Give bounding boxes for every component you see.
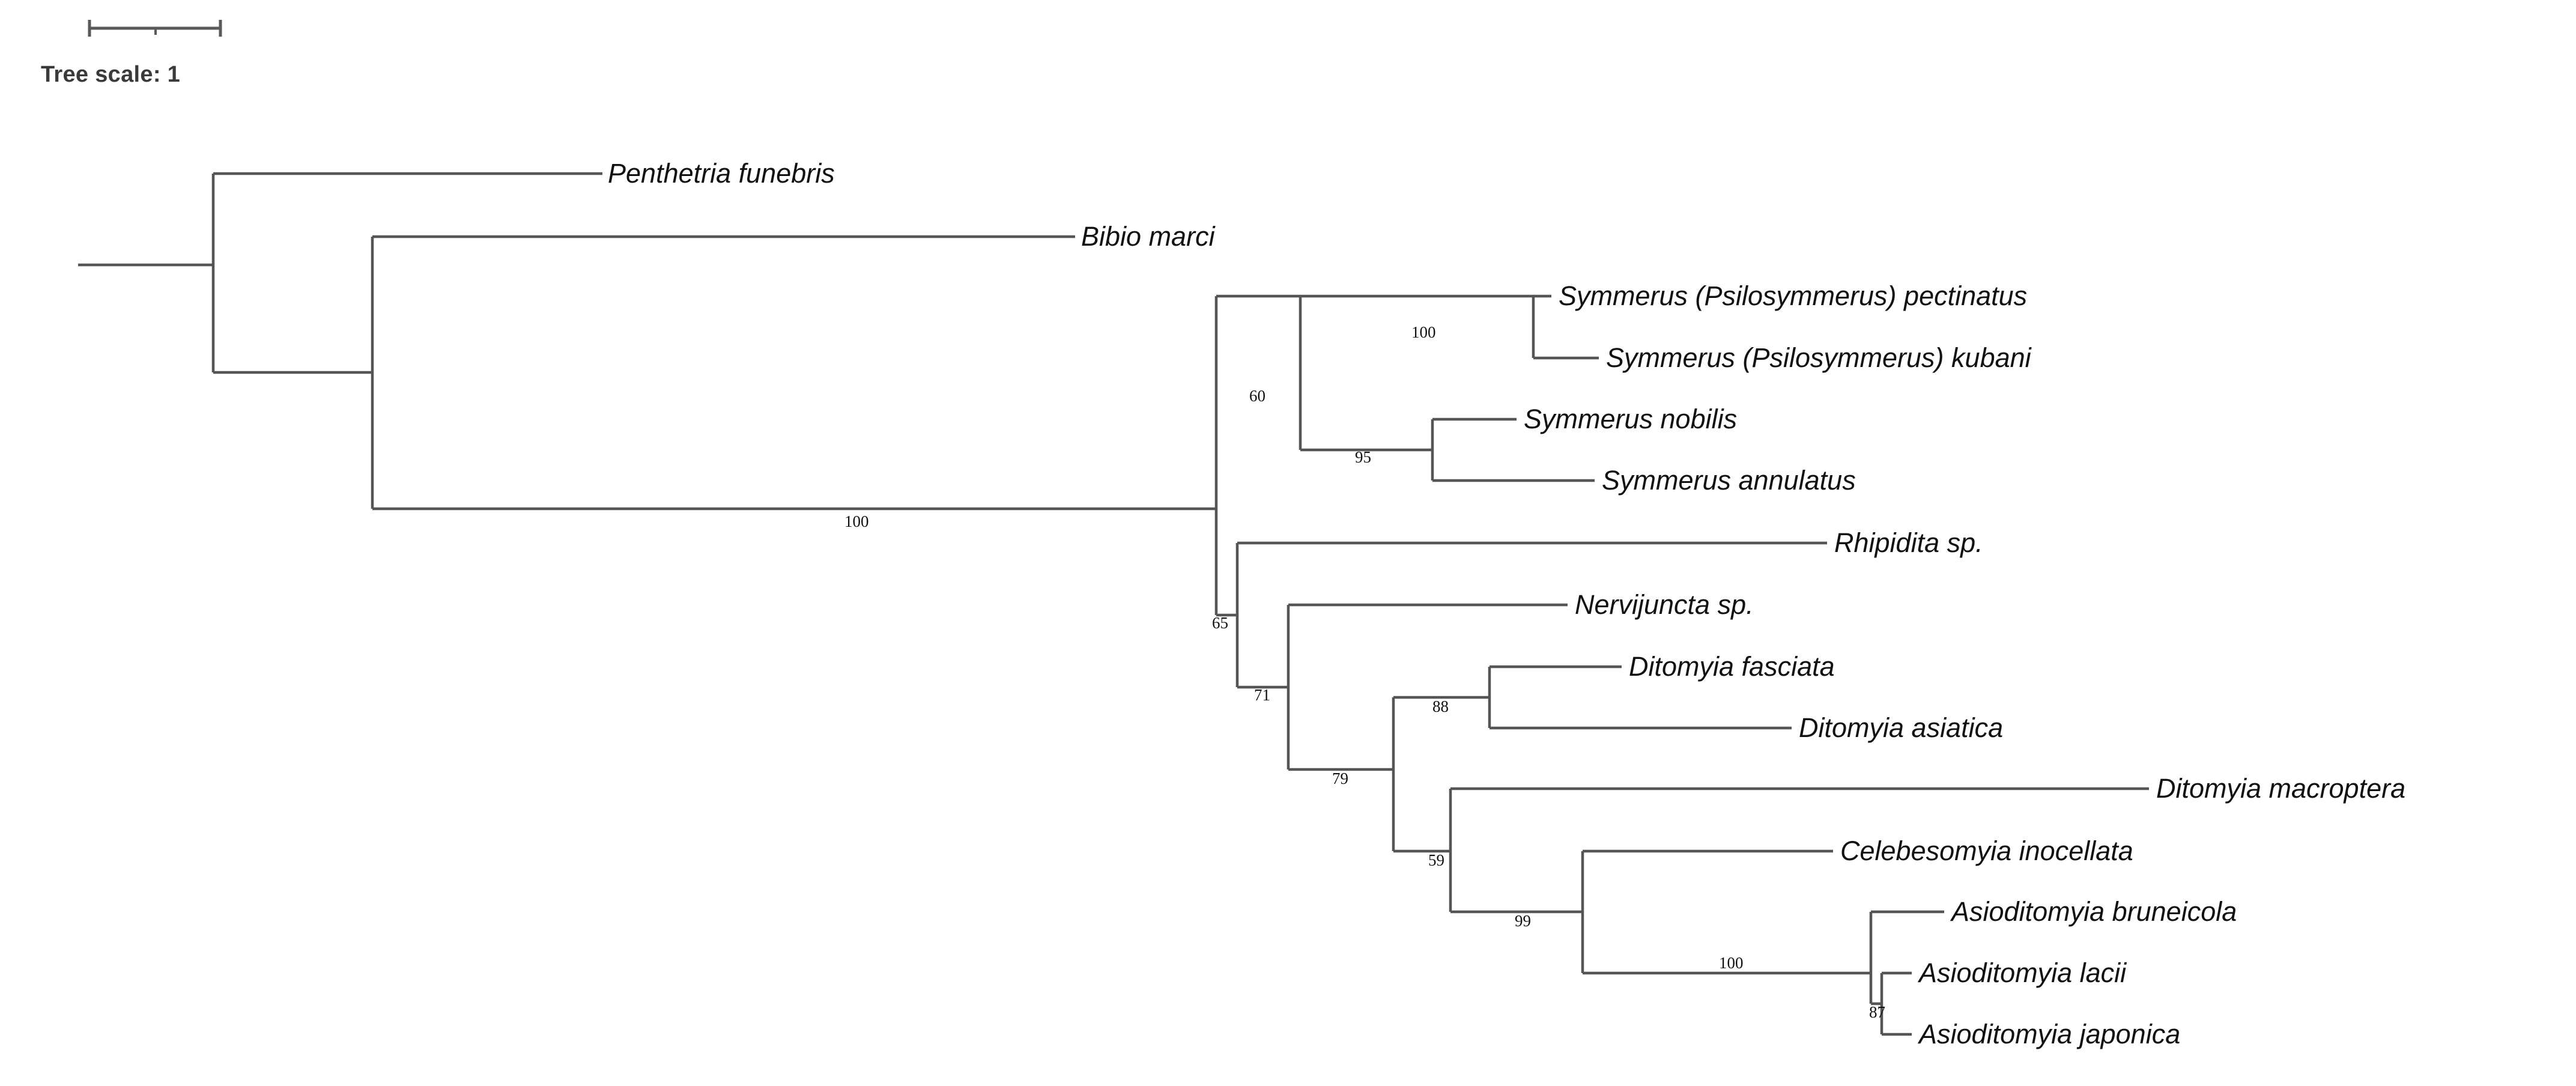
tree-branches [78,172,2149,1036]
scale-bar [88,20,222,37]
